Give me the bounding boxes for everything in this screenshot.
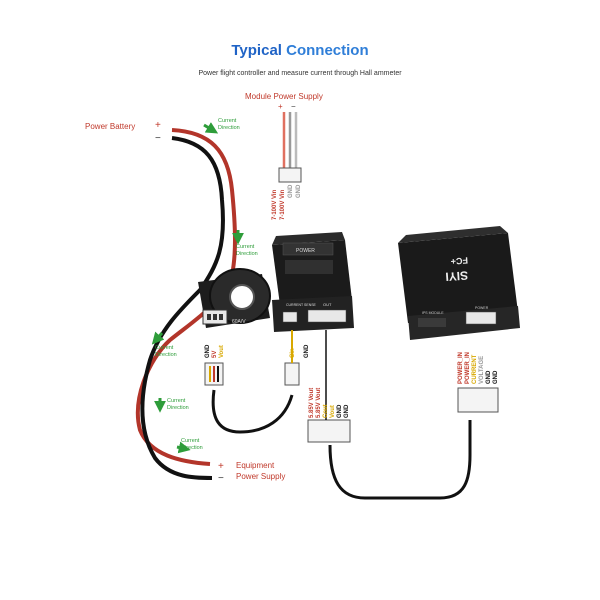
power-supply-label: Power Supply [236,472,285,481]
hall-sensor: 60A/V [198,268,271,328]
fc-brand-label: SIYI [445,268,469,284]
pin-out-gnd-2: GND [344,404,350,418]
green-arrow-icon-3 [151,331,165,345]
power-battery-label: Power Battery [85,122,135,131]
pin-hall-5v: 5V [212,351,218,358]
module-current-sense-label: CURRENT SENSE [286,303,317,307]
page-subtitle: Power flight controller and measure curr… [198,70,402,77]
green-arrow-icon-1 [203,122,219,134]
module-power-supply-label: Module Power Supply [245,92,323,101]
module-power-label: POWER [296,248,315,254]
title-part-1: Typical [231,42,287,59]
fc-model-label: FC+ [450,255,468,266]
output-connector [307,419,351,443]
title-part-2: Connection [286,42,369,59]
power-module: POWER CURRENT SENSE OUT [272,232,354,332]
fc-power-port-label: POWER [475,306,489,310]
output-cable [328,420,472,500]
current-direction-4-line2: Direction [167,405,189,411]
fc-io-port-label: IPS MODULE [422,311,444,315]
hall-output-cable [211,389,294,434]
hall-model-label: 60A/V [232,319,246,325]
current-direction-4-line1: Current [167,398,186,404]
equipment-minus: − [218,473,224,484]
pin-out-585-1: 5.85V Vout [309,388,315,418]
pin-module-gnd-2: GND [296,184,302,198]
flight-controller: SIYI FC+ IPS MODULE POWER [398,226,520,340]
current-direction-3-line1: Current [155,345,174,351]
pin-out-cout: Cout [323,404,329,418]
pin-module-gnd-1: GND [288,184,294,198]
pin-fc-power-in-1: POWER_IN [458,352,464,384]
current-direction-5-line1: Current [181,438,200,444]
pin-cin-gnd: GND [304,344,310,358]
green-arrow-icon-5 [176,441,191,454]
equipment-label: Equipment [236,461,275,470]
pin-fc-power-in-2: POWER_IN [465,352,471,384]
cin-connector [284,362,300,386]
current-direction-3-line2: Direction [155,352,177,358]
module-supply-minus: − [291,102,296,111]
module-supply-plus: + [278,102,283,111]
pin-fc-gnd-1: GND [486,370,492,384]
pin-fc-voltage: VOLTAGE [479,356,485,384]
equipment-plus: + [218,461,224,472]
pin-fc-current: CURRENT [472,354,478,384]
pin-cin: Cin [290,348,296,358]
current-direction-5-line2: Direction [181,445,203,451]
battery-plus: + [155,120,161,131]
page-title: Typical Connection [0,42,600,59]
pin-out-gnd-1: GND [337,404,343,418]
pin-vin-1: 7-100V Vin [272,189,278,220]
pin-hall-gnd: GND [205,344,211,358]
pin-vin-2: 7-100V Vin [280,189,286,220]
module-supply-connector [278,167,302,183]
current-direction-2-line1: Current [236,244,255,250]
current-direction-1-line1: Current [218,118,237,124]
pin-out-vout: Vout [330,405,336,418]
fc-input-connector [457,387,499,413]
module-out-label: OUT [323,302,332,307]
battery-black-wire [140,136,225,480]
pin-out-585-2: 5.85V Vout [316,388,322,418]
pin-fc-gnd-2: GND [493,370,499,384]
pin-hall-vout: Vout [219,345,225,358]
current-direction-2-line2: Direction [236,251,258,257]
battery-minus: − [155,133,161,144]
current-direction-1-line2: Direction [218,125,240,131]
